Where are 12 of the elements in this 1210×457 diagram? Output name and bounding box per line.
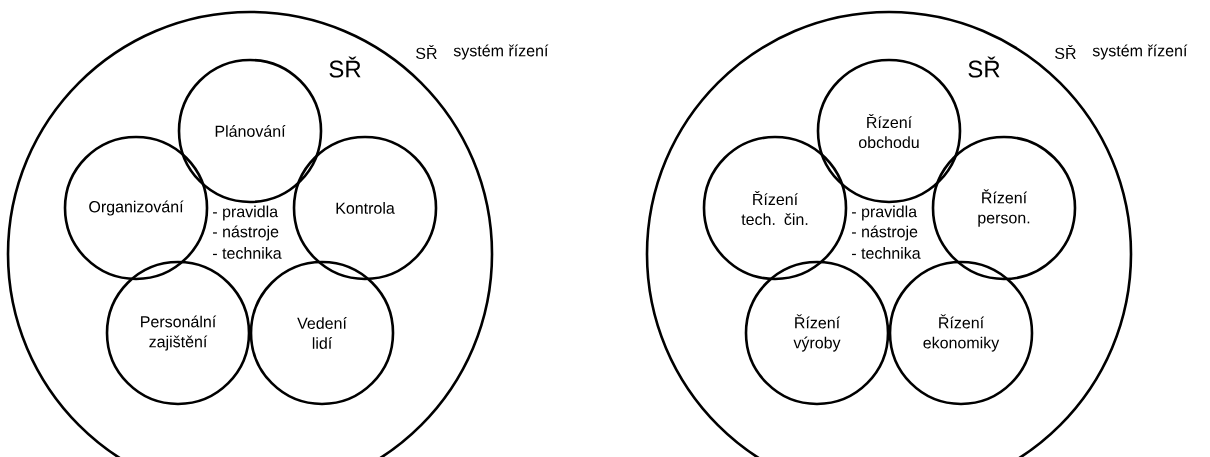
text-label: systém řízení	[453, 44, 549, 60]
text-label: systém řízení	[1092, 44, 1188, 60]
text-label: - technika	[213, 247, 282, 259]
text-label: - nástroje	[213, 225, 279, 241]
text-label: SŘ	[416, 44, 437, 60]
text-label: - technika	[852, 247, 921, 259]
circle-heading: SŘ	[968, 56, 1000, 78]
circle-heading: SŘ	[329, 56, 361, 78]
text-label: - pravidla	[852, 205, 918, 221]
text-label: SŘ	[1055, 44, 1076, 60]
text-label: - nástroje	[852, 225, 918, 241]
text-label: - pravidla	[213, 205, 279, 221]
